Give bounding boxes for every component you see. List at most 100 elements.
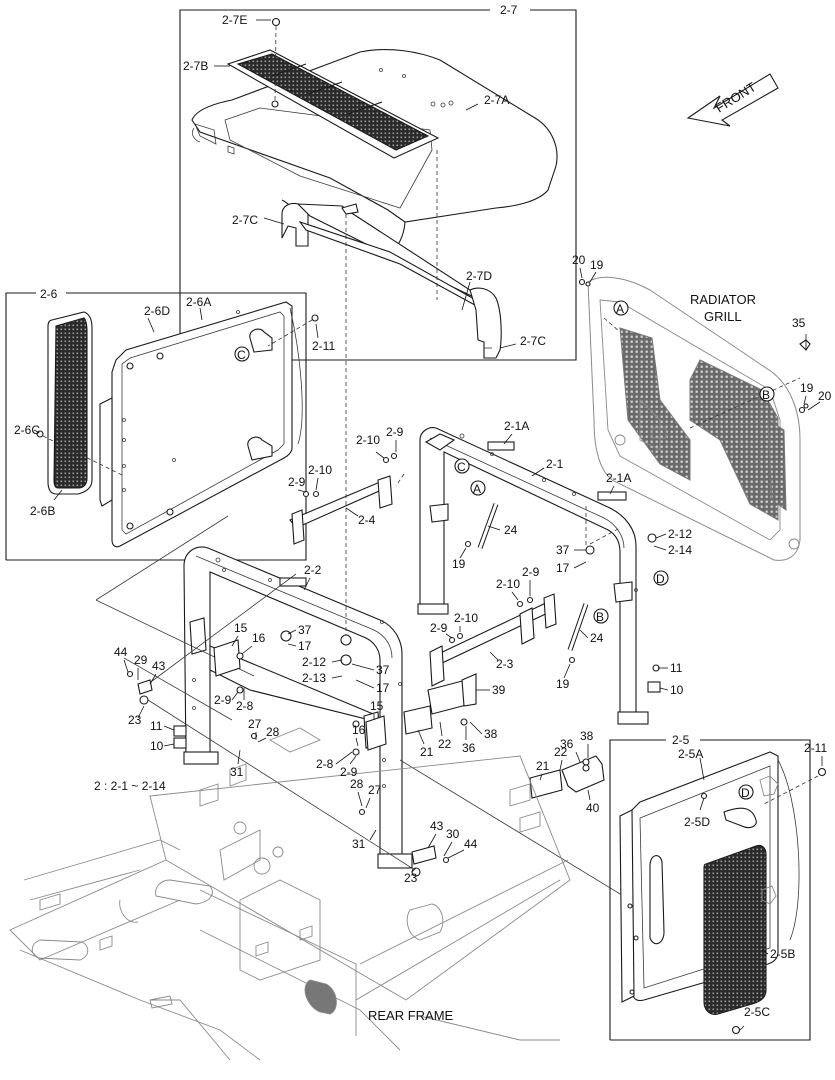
bolt-2-7E (271, 17, 281, 108)
label-2-5D: 2-5D (684, 815, 710, 829)
part-label-l2_1: 2-1 (546, 457, 564, 471)
part-label-l11a: 11 (670, 661, 683, 675)
part-label-l38b: 38 (580, 729, 594, 743)
part-label-l2_1A_b: 2-1A (606, 471, 631, 485)
part-label-l27a: 27 (248, 717, 262, 731)
part-label-l24a: 24 (504, 523, 518, 537)
crossbar-2-4 (289, 475, 393, 545)
small-parts (126, 452, 661, 877)
label-2-7E: 2-7E (222, 13, 247, 27)
part-label-l38a: 38 (484, 727, 498, 741)
part-label-l31a: 31 (230, 765, 244, 779)
part-label-l30: 30 (446, 827, 460, 841)
frame-2-1-rear (417, 427, 649, 725)
label-2-5C: 2-5C (744, 1005, 770, 1019)
part-label-l2_4: 2-4 (358, 513, 376, 527)
part-label-l27b: 27 (368, 783, 382, 797)
label-2-5: 2-5 (672, 733, 690, 747)
label-2-7B: 2-7B (183, 59, 208, 73)
label-2-5B: 2-5B (770, 947, 795, 961)
part-label-l17c: 17 (376, 681, 390, 695)
part-label-rear_frame: REAR FRAME (368, 1008, 454, 1023)
part-label-l36b: 36 (560, 737, 574, 751)
callout-letter: A (616, 302, 624, 316)
part-label-l2_3: 2-3 (496, 657, 514, 671)
part-label-l43a: 43 (152, 659, 166, 673)
part-label-l44b: 44 (464, 837, 478, 851)
part-label-l10a: 10 (670, 683, 684, 697)
part-label-summary: 2 : 2-1 ~ 2-14 (94, 779, 166, 793)
callout-letter: B (762, 388, 770, 402)
callout-C-left: C (234, 346, 250, 362)
callout-B-frame: B (593, 608, 609, 624)
group-2-7: 2-7 (179, 3, 577, 361)
part-label-l15a: 15 (234, 621, 248, 635)
part-label-l2_2: 2-2 (304, 563, 322, 577)
rail-2-7D (298, 220, 502, 359)
part-label-l2_9e: 2-9 (214, 693, 232, 707)
part-label-l2_10c: 2-10 (496, 577, 520, 591)
part-label-l2_10d: 2-10 (454, 611, 478, 625)
callout-letter: D (741, 786, 750, 800)
label-19-right: 19 (800, 381, 814, 395)
part-label-l16a: 16 (252, 631, 266, 645)
part-label-l2_9c: 2-9 (522, 565, 540, 579)
callout-C-frame: C (454, 458, 470, 474)
part-label-l24b: 24 (590, 631, 604, 645)
callout-letter: A (473, 482, 481, 496)
part-label-l16b: 16 (352, 723, 366, 737)
callout-D-door: D (738, 784, 754, 800)
label-2-6A: 2-6A (186, 295, 211, 309)
part-label-l2_1A_a: 2-1A (504, 419, 529, 433)
rear-frame (9, 727, 571, 1061)
gas-spring-24-upper (464, 503, 499, 549)
gas-spring-24-lower (567, 603, 589, 664)
part-label-l11b: 11 (150, 719, 163, 733)
callout-B-upper: B (759, 386, 775, 402)
part-label-l17b: 17 (298, 639, 312, 653)
part-label-l10b: 10 (150, 739, 164, 753)
part-label-l39: 39 (492, 683, 506, 697)
label-20-top: 20 (572, 253, 586, 267)
part-label-l2_14: 2-14 (668, 543, 692, 557)
part-label-l2_9a: 2-9 (386, 425, 404, 439)
part-label-l2_12a: 2-12 (668, 527, 692, 541)
part-label-l28b: 28 (350, 777, 364, 791)
part-label-l19c: 19 (452, 557, 466, 571)
label-35: 35 (792, 316, 806, 330)
part-label-l2_8a: 2-8 (236, 699, 254, 713)
label-19-top: 19 (590, 258, 604, 272)
part-label-l29: 29 (134, 653, 148, 667)
part-label-l2_10b: 2-10 (308, 463, 332, 477)
part-label-l2_9b: 2-9 (288, 475, 306, 489)
part-label-l40: 40 (586, 801, 600, 815)
callout-letter: B (596, 610, 604, 624)
label-2-5A: 2-5A (678, 747, 703, 761)
part-label-l2_9f: 2-9 (340, 765, 358, 779)
part-label-l15b: 15 (370, 699, 384, 713)
part-label-l37c: 37 (376, 663, 390, 677)
label-2-7D: 2-7D (466, 269, 492, 283)
part-label-l43b: 43 (430, 819, 444, 833)
label-2-7C-bottom: 2-7C (520, 334, 546, 348)
radiator-grill-label-2: GRILL (704, 309, 742, 324)
part-label-l44a: 44 (114, 645, 128, 659)
part-label-l2_9d: 2-9 (430, 621, 448, 635)
label-2-7C-top: 2-7C (232, 213, 258, 227)
radiator-grill-label-1: RADIATOR (690, 292, 756, 307)
part-label-l22a: 22 (438, 737, 452, 751)
group-2-5: 2-5 2-5A 2-5D 2-5B 2-5C 2-11 (609, 733, 827, 1041)
callout-A-upper: A (613, 300, 629, 316)
group-2-6: 2-6 2-6D 2-6A 2-11 2-6C 2-6B (5, 287, 335, 561)
label-2-7A: 2-7A (484, 93, 509, 107)
callout-letter: C (237, 348, 246, 362)
callout-letter: D (656, 572, 665, 586)
part-label-l37b: 37 (298, 623, 312, 637)
frame-labels: 2-10 2-9 2-1A 2-1 2-9 2-10 2-4 2-1A 24 1… (94, 419, 692, 1023)
part-label-l17a: 17 (556, 561, 570, 575)
label-2-11-top: 2-11 (312, 339, 335, 353)
radiator-grill (578, 276, 811, 561)
part-label-l2_10a: 2-10 (356, 433, 380, 447)
label-2-7: 2-7 (500, 3, 518, 17)
roof-grill-2-7B (226, 49, 440, 159)
